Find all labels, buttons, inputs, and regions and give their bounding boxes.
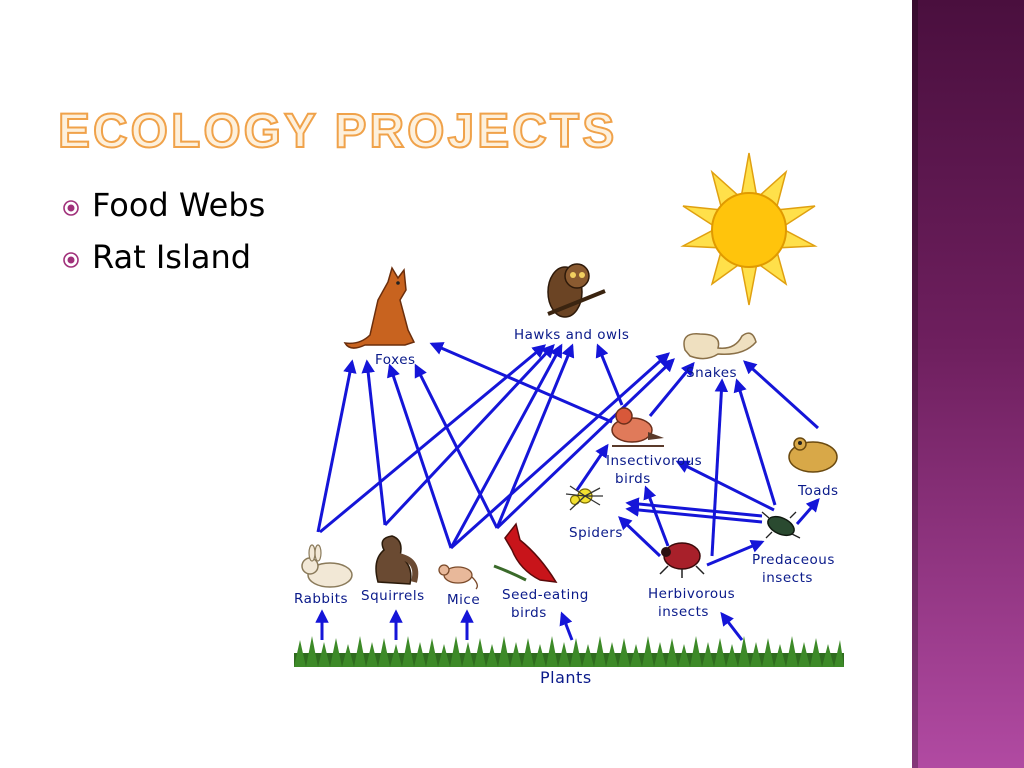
label-plants: Plants [540,668,592,687]
arrow-seedbirds-hawks [495,343,575,529]
label-seed-eating-birds-1: Seed-eating [502,587,589,603]
food-web-arrows [315,342,820,641]
rabbit-icon [301,544,353,588]
mouse-icon [438,564,478,590]
arrow-insectbirds-hawks [595,343,624,406]
label-insectivorous-birds-1: Insectivorous [606,453,702,469]
label-insectivorous-birds-2: birds [615,471,651,487]
arrow-herb-snakes [710,378,729,557]
sun-icon [680,152,818,306]
label-squirrels: Squirrels [361,588,425,604]
spider-icon [565,485,603,511]
toad-icon [788,437,838,473]
herbivorous-insect-icon [659,542,705,578]
arrow-predaceous-toads [795,497,820,525]
arrow-plants-herbivorous [720,611,744,641]
arrow-mice-hawks [449,343,563,549]
bullet-text: Rat Island [92,238,252,276]
bullet-list: Food Webs Rat Island [62,186,265,290]
fox-icon [343,266,416,349]
arrow-herbivorous-predaceous [706,539,765,567]
bullet-item: Food Webs [62,186,265,238]
label-foxes: Foxes [375,352,416,368]
label-toads: Toads [797,483,839,499]
arrow-seedbirds-snakes [495,358,675,530]
radio-bullet-icon [63,200,79,216]
label-spiders: Spiders [569,525,623,541]
squirrel-icon [375,535,419,585]
arrow-squirrels-hawks [383,344,555,527]
bullet-item: Rat Island [62,238,265,290]
label-seed-eating-birds-2: birds [511,605,547,621]
arrow-predaceous-snakes [733,378,777,506]
arrow-plants-seed-birds [559,611,574,641]
label-herbivorous-insects-1: Herbivorous [648,586,735,602]
bullet-text: Food Webs [92,186,266,224]
arrow-insectbirds-snakes [648,361,695,417]
food-web-diagram: Foxes Hawks and owls Snakes Insectivorou… [294,152,844,687]
label-snakes: Snakes [686,365,737,381]
snake-icon [683,332,757,360]
arrow-mice-foxes [387,363,453,549]
arrow-spiders-insectbirds [575,443,609,491]
arrow-predaceous-spiders-2 [625,503,763,524]
arrow-predaceous-spiders-1 [625,497,763,518]
arrow-seedbirds-foxes [414,363,499,529]
arrow-rabbits-foxes [316,359,357,533]
slide-title: Ecology Projects [57,104,618,159]
label-mice: Mice [447,592,480,608]
arrow-herbivorous-spiders [618,516,662,558]
label-predaceous-insects-2: insects [762,570,813,586]
grass-icon [294,636,844,667]
predaceous-insect-icon [761,511,801,539]
arrow-predaceous-insectbirds [675,460,775,512]
arrow-squirrels-foxes [361,359,387,526]
insectivorous-bird-icon [611,407,664,447]
decorative-sidebar [912,0,1024,768]
radio-bullet-icon [63,252,79,268]
cardinal-icon [493,522,558,583]
arrow-insectbirds-foxes [429,342,613,424]
arrow-toads-snakes [742,360,820,430]
arrow-herbivorous-insectbirds [643,485,670,547]
label-rabbits: Rabbits [294,591,348,607]
label-predaceous-insects-1: Predaceous [752,552,835,568]
label-herbivorous-insects-2: insects [658,604,709,620]
label-hawks-and-owls: Hawks and owls [514,327,629,343]
arrow-mice-snakes [450,352,671,550]
owl-icon [547,263,606,318]
